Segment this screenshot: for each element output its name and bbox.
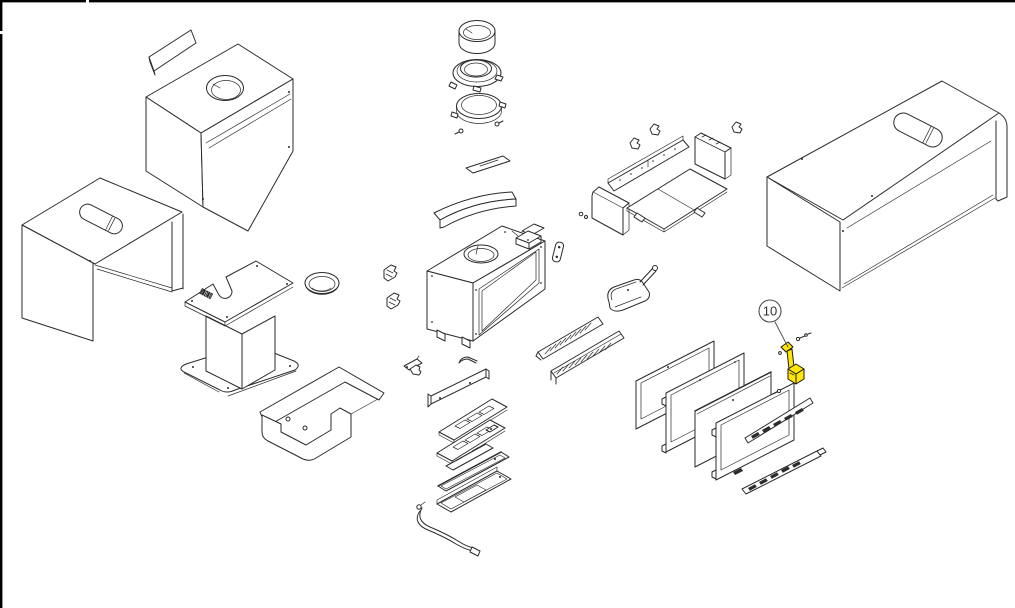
part-flue-clamp-ring — [450, 93, 507, 135]
callout-10[interactable]: 10 — [758, 299, 789, 348]
callout-circle[interactable] — [758, 299, 782, 323]
serial-label — [199, 288, 214, 300]
part-brick-liner-set — [578, 121, 743, 236]
air-control-box — [511, 223, 545, 250]
part-door-bottom-rail — [741, 447, 827, 495]
part-door-frame — [711, 382, 814, 481]
part-ash-bowl — [304, 272, 340, 295]
part-top-trim-plate — [148, 29, 197, 76]
stadium-cutout — [893, 112, 943, 148]
part-firebox — [426, 223, 565, 349]
stadium-cutout — [79, 203, 123, 235]
part-flue-collar — [448, 59, 504, 93]
part-operating-lever — [416, 501, 481, 557]
part-left-bench-shell — [21, 177, 184, 342]
part-air-clips — [383, 264, 401, 310]
part-pedestal — [180, 260, 299, 397]
part-front-frame — [259, 366, 385, 461]
flue-hole — [463, 244, 499, 264]
latch-block-right[interactable] — [795, 368, 805, 385]
callout-label: 10 — [763, 304, 777, 319]
latch-flag[interactable] — [780, 341, 794, 353]
part-flue-cap — [458, 20, 496, 54]
part-baffle-plate — [433, 191, 517, 229]
screw — [454, 120, 504, 135]
part-pin — [403, 355, 423, 371]
part-right-bench-shell — [766, 80, 1008, 292]
part-support-bar — [465, 155, 511, 174]
flue-hole — [206, 75, 244, 101]
hinge-strap — [551, 241, 565, 263]
part-ash-scoop — [607, 265, 658, 312]
part-grate-plate-stack — [409, 356, 512, 513]
part-air-deflector — [535, 316, 625, 385]
screw — [578, 211, 588, 219]
latch-screws — [772, 332, 812, 395]
part-door-latch-assembly[interactable] — [772, 332, 812, 395]
part-top-cover — [145, 43, 294, 232]
